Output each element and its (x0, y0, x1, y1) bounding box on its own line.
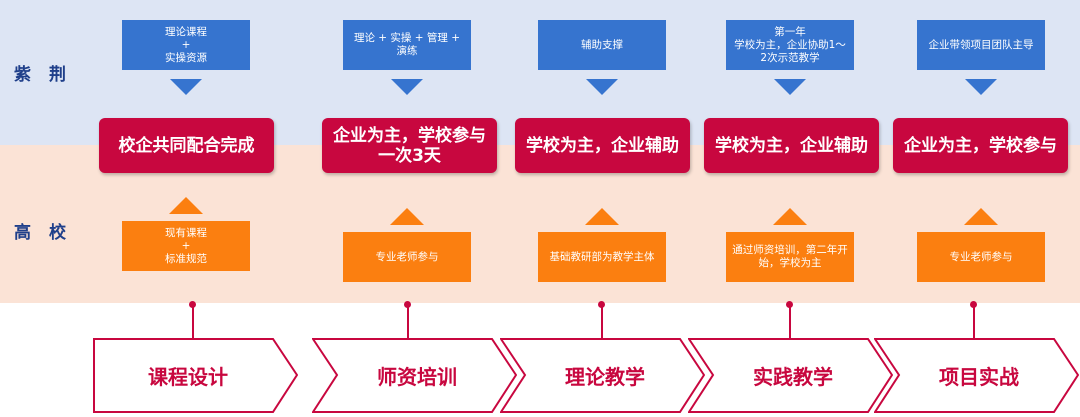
down-arrow-icon (965, 79, 997, 95)
stage-1-company-role: 理论课程 + 实操资源 (122, 20, 250, 70)
connector-dot (598, 301, 605, 308)
down-arrow-icon (170, 79, 202, 95)
stage-1-mode: 校企共同配合完成 (99, 118, 274, 173)
stage-2-mode: 企业为主，学校参与一次3天 (322, 118, 497, 173)
up-arrow-icon (390, 208, 424, 225)
down-arrow-icon (586, 79, 618, 95)
stage-3-school-role: 基础教研部为教学主体 (538, 232, 666, 282)
connector-dot (189, 301, 196, 308)
chevron-stage-3 (500, 338, 705, 413)
stage-4-school-role: 通过师资培训，第二年开始，学校为主 (726, 232, 854, 282)
connector-dot (970, 301, 977, 308)
stage-1-name: 课程设计 (148, 365, 228, 389)
down-arrow-icon (774, 79, 806, 95)
stage-4-mode: 学校为主，企业辅助 (704, 118, 879, 173)
chevron-stage-5 (874, 338, 1079, 413)
down-arrow-icon (391, 79, 423, 95)
connector-line (192, 304, 194, 344)
up-arrow-icon (773, 208, 807, 225)
stage-5-mode: 企业为主，学校参与 (893, 118, 1068, 173)
row-label-school: 高校 (14, 223, 84, 243)
connector-dot (786, 301, 793, 308)
stage-4-company-role: 第一年 学校为主，企业协助1～2次示范教学 (726, 20, 854, 70)
stage-5-company-role: 企业带领项目团队主导 (917, 20, 1045, 70)
up-arrow-icon (964, 208, 998, 225)
stage-4-name: 实践教学 (753, 365, 833, 389)
up-arrow-icon (169, 197, 203, 214)
connector-line (973, 304, 975, 344)
chevron-stage-1 (93, 338, 298, 413)
stage-3-name: 理论教学 (565, 365, 645, 389)
stage-5-name: 项目实战 (939, 365, 1019, 389)
chevron-stage-4 (688, 338, 893, 413)
stage-2-name: 师资培训 (377, 365, 457, 389)
stage-1-school-role: 现有课程 + 标准规范 (122, 221, 250, 271)
connector-line (407, 304, 409, 344)
stage-3-mode: 学校为主，企业辅助 (515, 118, 690, 173)
up-arrow-icon (585, 208, 619, 225)
connector-line (789, 304, 791, 344)
stage-5-school-role: 专业老师参与 (917, 232, 1045, 282)
row-label-company: 紫荆 (14, 65, 84, 85)
stage-3-company-role: 辅助支撑 (538, 20, 666, 70)
connector-line (601, 304, 603, 344)
stage-2-company-role: 理论 + 实操 + 管理 + 演练 (343, 20, 471, 70)
connector-dot (404, 301, 411, 308)
chevron-stage-2 (312, 338, 517, 413)
stage-2-school-role: 专业老师参与 (343, 232, 471, 282)
